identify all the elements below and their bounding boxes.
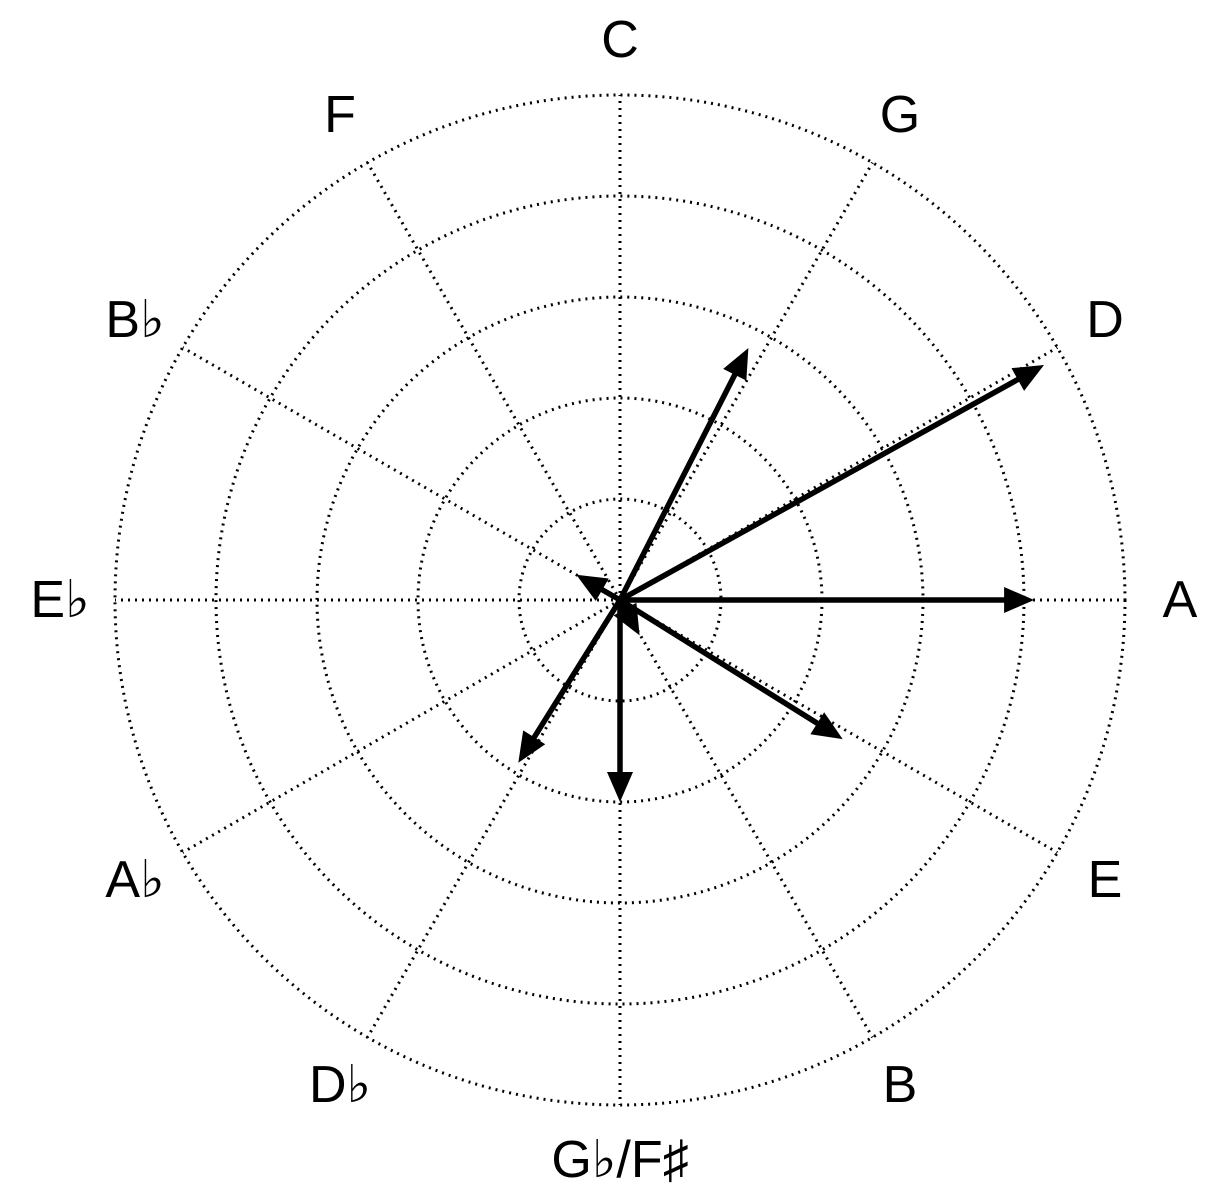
vector-arrow-8	[576, 574, 623, 603]
category-label: D	[1086, 291, 1124, 349]
vector-arrowhead	[613, 602, 640, 636]
category-label: B♭	[105, 291, 164, 349]
grid-spoke	[618, 161, 874, 601]
category-label: C	[601, 11, 639, 69]
vector-arrowhead	[607, 772, 633, 802]
grid-spoke	[366, 161, 622, 601]
vector-arrowhead	[518, 730, 546, 763]
category-label: F	[324, 86, 356, 144]
category-label: D♭	[309, 1056, 371, 1114]
grid-spoke	[618, 599, 874, 1039]
category-label: B	[883, 1056, 918, 1114]
vector-arrowhead	[810, 712, 843, 740]
category-label: E♭	[30, 571, 89, 629]
vector-series	[518, 348, 1045, 802]
vector-shaft	[599, 587, 623, 603]
vector-arrow-1	[617, 348, 749, 603]
vector-arrowhead	[576, 574, 609, 602]
category-label: G	[880, 86, 920, 144]
category-labels: C G D A E B G♭/F♯ D♭ A♭ E♭ B♭ F	[30, 11, 1197, 1189]
vector-arrowhead	[1011, 364, 1045, 391]
category-label: G♭/F♯	[551, 1131, 688, 1189]
vector-shaft	[617, 372, 738, 603]
vector-arrowhead	[723, 348, 749, 381]
vector-shaft	[617, 376, 1021, 603]
vector-arrow-2	[617, 364, 1045, 603]
vector-arrow-3	[617, 587, 1035, 613]
grid-spoke	[619, 598, 1059, 854]
vector-shaft	[531, 597, 623, 741]
vector-arrow-4	[617, 597, 843, 740]
grid-spoke	[366, 599, 622, 1039]
category-label: A	[1163, 571, 1198, 629]
grid-spoke	[181, 346, 621, 602]
category-label: A♭	[105, 851, 164, 909]
category-label: E	[1088, 851, 1123, 909]
vector-arrowhead	[1004, 587, 1035, 613]
vector-arrow-7	[518, 597, 623, 763]
vector-arrow-6	[607, 597, 633, 802]
vector-shaft	[617, 597, 821, 727]
grid-spoke	[181, 598, 621, 854]
